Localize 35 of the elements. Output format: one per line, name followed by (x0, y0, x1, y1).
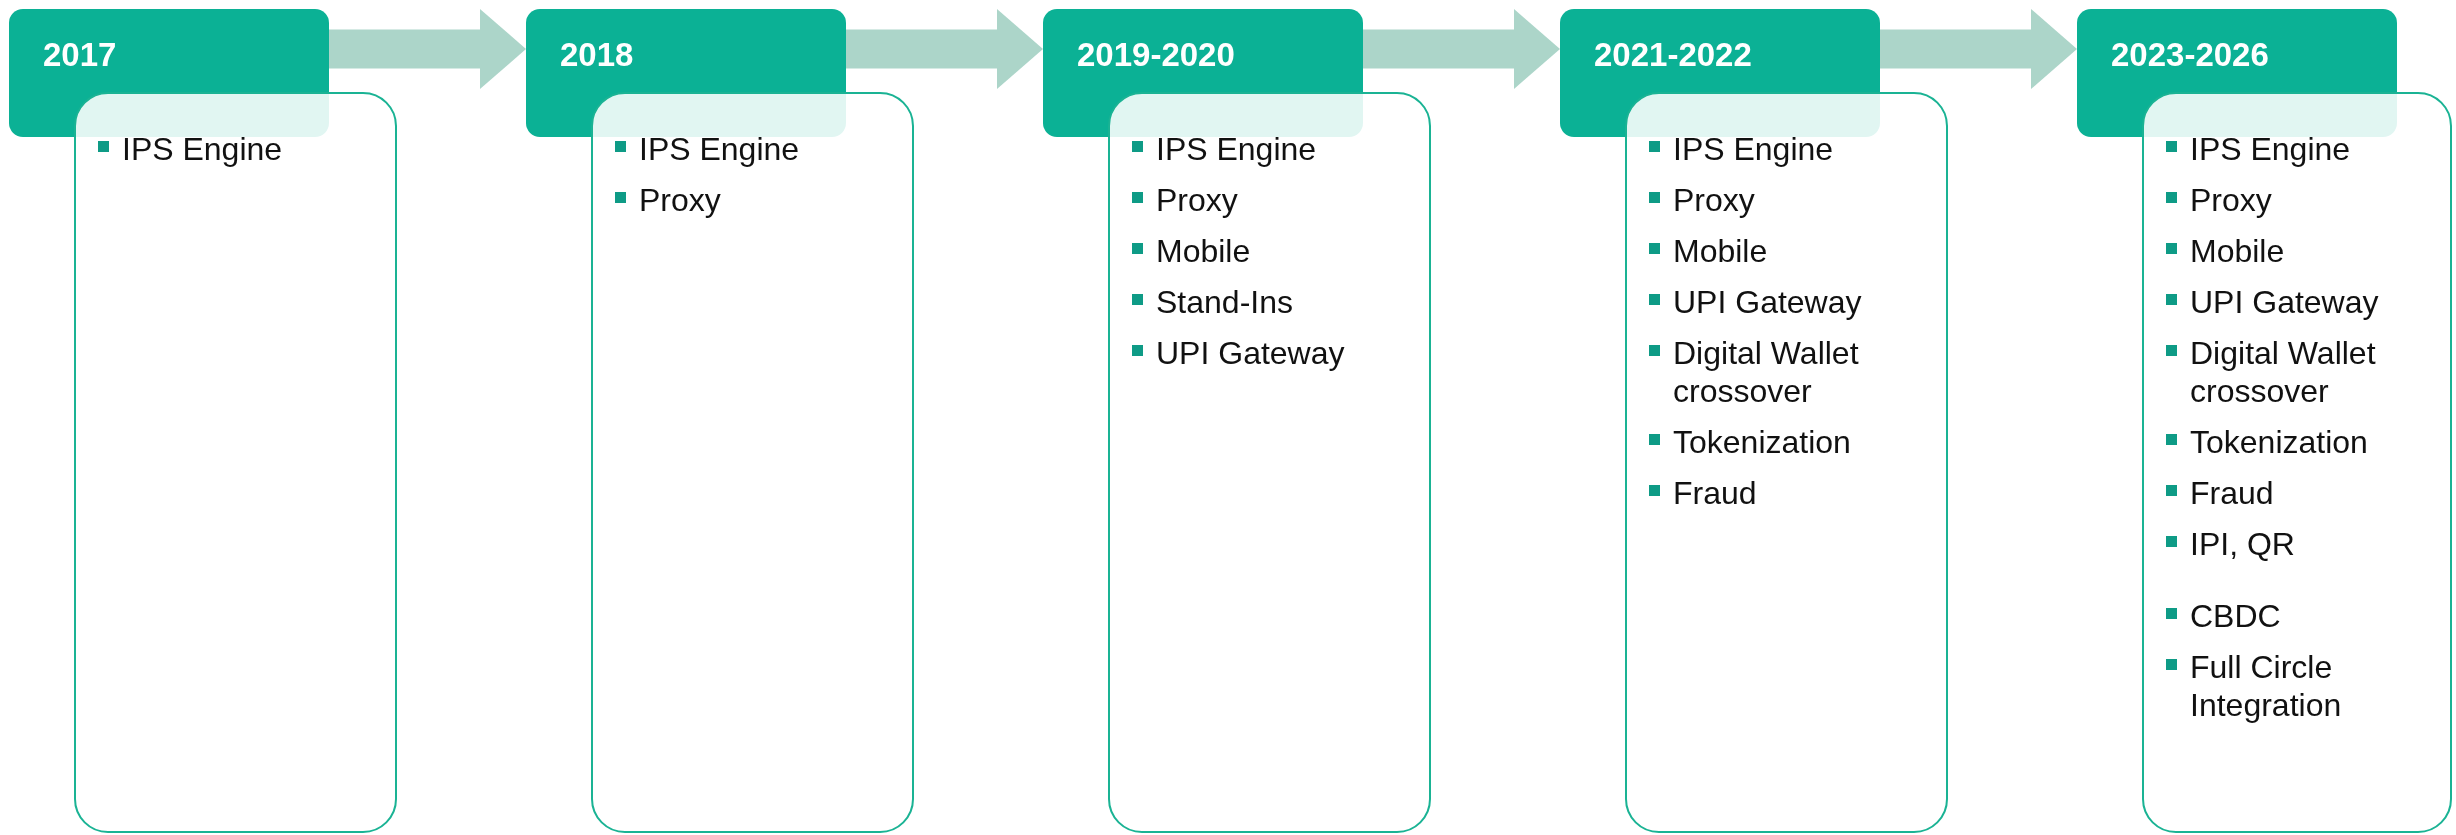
year-label: 2018 (560, 35, 634, 75)
feature-item: UPI Gateway (1156, 335, 1345, 371)
feature-item: UPI Gateway (1673, 284, 1862, 320)
feature-item: IPI, QR (2190, 526, 2295, 562)
feature-card (591, 92, 914, 833)
feature-item: Stand-Ins (1156, 284, 1293, 320)
feature-card (2142, 92, 2452, 833)
feature-item: IPS Engine (1673, 131, 1834, 167)
feature-item: Tokenization (1673, 424, 1851, 460)
feature-item: Digital Wallet crossover (1673, 335, 1859, 409)
feature-item: Tokenization (2190, 424, 2368, 460)
feature-item: Full Circle Integration (2190, 649, 2342, 723)
feature-item: CBDC (2190, 598, 2281, 634)
feature-item: Digital Wallet crossover (2190, 335, 2376, 409)
year-label: 2021-2022 (1594, 35, 1752, 75)
feature-item: IPS Engine (2190, 131, 2351, 167)
feature-item: Proxy (1673, 182, 1755, 218)
feature-item: Proxy (1156, 182, 1238, 218)
year-label: 2023-2026 (2111, 35, 2269, 75)
feature-item: UPI Gateway (2190, 284, 2379, 320)
feature-card (1108, 92, 1431, 833)
feature-item: IPS Engine (1156, 131, 1317, 167)
year-label: 2019-2020 (1077, 35, 1235, 75)
feature-item: IPS Engine (122, 131, 283, 167)
feature-item: IPS Engine (639, 131, 800, 167)
year-label: 2017 (43, 35, 117, 75)
feature-item: Mobile (1673, 233, 1768, 269)
feature-item: Fraud (2190, 475, 2274, 511)
feature-item: Proxy (2190, 182, 2272, 218)
feature-item: Proxy (639, 182, 721, 218)
feature-card (74, 92, 397, 833)
feature-item: Mobile (2190, 233, 2285, 269)
feature-card (1625, 92, 1948, 833)
feature-item: Mobile (1156, 233, 1251, 269)
feature-item: Fraud (1673, 475, 1757, 511)
